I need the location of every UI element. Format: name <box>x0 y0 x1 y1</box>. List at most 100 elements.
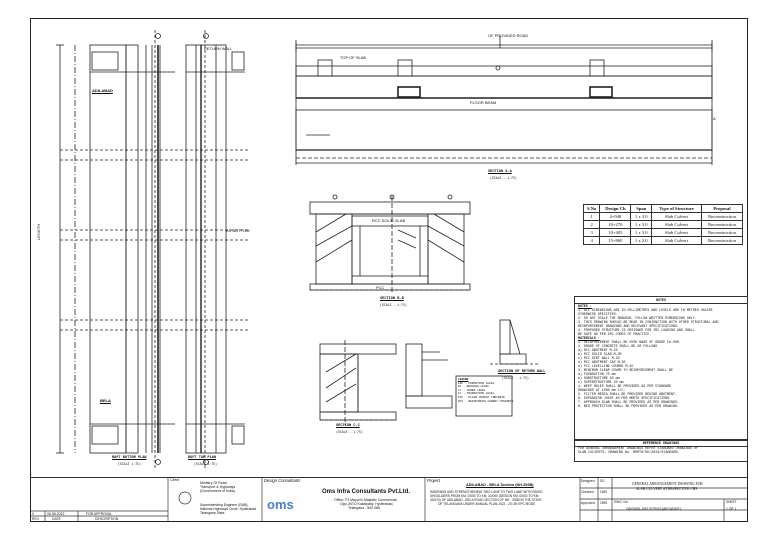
rev-header: REV. <box>32 517 40 521</box>
date-header: DATE <box>52 517 61 521</box>
cell: 15+860 <box>599 236 632 245</box>
dwg-no-label: DWG. No. <box>614 500 629 504</box>
project-description: OF TELANGANA UNDER ANNUAL PLAN 2022 - 23… <box>438 502 536 506</box>
consultant-address: Opp.JNTU Kukatpally, Hyderabad, <box>340 502 394 506</box>
col-sno: S.No <box>582 204 601 213</box>
col-proposal: Proposal <box>701 204 743 213</box>
note-line: 5. FILTER MEDIA SHALL BE PROVIDED BEHIND… <box>578 392 677 396</box>
note-line: 4. PROPOSED STRUCTURE IS DESIGNED FOR IR… <box>578 328 695 332</box>
note-line: e) PCC LEVELLING COURSE M-15 <box>578 364 634 368</box>
note-line: 3. MINIMUM CLEAR COVER TO REINFORCEMENT … <box>578 368 673 372</box>
note-line: BE SAFE AS PER IRC CODES OF PRACTICE. <box>578 332 652 336</box>
note-line: OTHERWISE SPECIFIED. <box>578 312 618 316</box>
plan-outline <box>89 44 127 454</box>
raft-bottom-scale: (SCALE 1:75) <box>118 462 141 466</box>
section-marker-label: A <box>713 116 716 121</box>
approved-label: Approved <box>581 501 595 505</box>
note-line: 4. WEEP HOLES SHALL BE PROVIDED AS PER S… <box>578 384 671 388</box>
top-of-slab-label: TOP OF SLAB <box>340 55 367 60</box>
raft-top-caption: RAFT TOP PLAN <box>188 456 217 460</box>
note-line: 6. EXPANSION JOINT AS PER MORTH SPECIFIC… <box>578 396 671 400</box>
notes-general-heading: NOTES : <box>578 304 592 308</box>
note-line: REINFORCEMENT DRAWINGS AND RELEVANT SPEC… <box>578 324 679 328</box>
note-line: a) FOUNDATION 75 mm <box>578 372 616 376</box>
raft-bottom-caption: RAFT BOTTOM PLAN <box>112 456 147 460</box>
sheet-value: 1 OF 1 <box>726 507 737 511</box>
designed-value: SG <box>600 479 605 483</box>
legend: LEGEND FRL - FORMATION LEVEL RL - REDUCE… <box>458 378 514 403</box>
note-line: DRAWINGS AT 1000 mm C/C. <box>578 388 626 392</box>
legend-item: RCC - REINFORCED CEMENT CONCRETE <box>458 399 514 403</box>
cell: Reconstruction <box>701 212 743 221</box>
note-line: c) SUPERSTRUCTURE 40 mm <box>578 380 624 384</box>
cell: 10+270 <box>599 220 632 229</box>
section-b-scale: (SCALE - 1:75) <box>380 303 407 307</box>
client-sub-line: National Highways Circle, Hyderabad <box>200 507 257 511</box>
note-line: 2. GRADE OF CONCRETE SHALL BE AS FOLLOWS <box>578 344 658 348</box>
table-header-row: S.No Design Ch Span Type of Structure Pr… <box>582 204 743 213</box>
bela-label: BELA <box>100 398 111 403</box>
notes-box: NOTES NOTES : 1. ALL DIMENSIONS ARE IN M… <box>574 296 748 440</box>
reference-title: REFERENCE DRAWINGS <box>575 441 747 447</box>
consultant-label: Design Consultants <box>264 478 301 483</box>
col-type: Type of Structure <box>651 204 702 213</box>
col-design-ch: Design Ch <box>599 204 632 213</box>
designed-label: Designed <box>581 479 595 483</box>
raft-top-scale: (SCALE 1:75) <box>194 462 217 466</box>
note-line: 3. THIS DRAWING SHOULD BE READ IN CONJUN… <box>578 320 719 324</box>
cell: Reconstruction <box>701 236 743 245</box>
table-row: 3 10+405 1 x 3.0 Slab Culvert Reconstruc… <box>582 228 743 237</box>
length-label: LENGTH <box>36 223 41 240</box>
cell: Slab Culvert <box>651 212 702 221</box>
return-wall-caption: SECTION OF RETURN WALL <box>498 370 546 374</box>
consultant-address: Office: F3 Mayuri's Majestic Commercial, <box>334 498 398 502</box>
project-description: SHOULDERS FROM KM. 0/000 TO KM. 33/000 (… <box>430 494 540 498</box>
note-line: b) RCC SOLID SLAB M-30 <box>578 352 622 356</box>
checked-label: Checked <box>581 490 594 494</box>
col-span: Span <box>630 204 653 213</box>
project-label: Project <box>427 478 441 483</box>
client-line: Transport & Highways <box>200 485 236 489</box>
note-line: 7. APPROACH SLAB SHALL BE PROVIDED AS PE… <box>578 400 679 404</box>
section-a-caption: SECTION A-A <box>488 170 512 174</box>
as-bottom-label: AS BOTTOM <box>226 228 250 233</box>
table-row: 2 10+270 1 x 3.0 Slab Culvert Reconstruc… <box>582 220 743 229</box>
legend-item: LL - LOWER LEVEL <box>458 388 486 392</box>
reference-line: SLAB CULVERTS, DRAWING No. MORTH/SD/2024… <box>578 451 680 455</box>
project-description: WIDENING AND STRENGTHENING TWO LANE TO T… <box>430 490 543 494</box>
floor-beam-label: FLOOR BEAM <box>470 100 497 105</box>
note-line: d) RCC ABUTMENT CAP M-30 <box>578 360 626 364</box>
section-c-scale: (SCALE - 1:75) <box>336 430 363 434</box>
section-c-caption: SECTION C-C <box>336 424 360 428</box>
cell: 3 <box>582 228 601 237</box>
drawing-title: GENERAL ARRANGEMENT DRAWING FOR <box>632 482 703 486</box>
cell: 1 x 3.0 <box>630 212 653 221</box>
cell: 4+940 <box>599 212 632 221</box>
cell: 2 <box>582 220 601 229</box>
oms-logo: oms <box>267 497 294 512</box>
notes-title: NOTES <box>575 297 747 304</box>
client-sub-line: Telangana State <box>200 511 225 515</box>
consultant-name: Oms Infra Consultants Pvt.Ltd. <box>322 489 411 495</box>
cell: Slab Culvert <box>651 236 702 245</box>
note-line: 2. DO NOT SCALE THE DRAWING. FOLLOW WRIT… <box>578 316 697 320</box>
legend-title: LEGEND <box>458 378 469 381</box>
consultant-address: Telangana - 500 085 <box>348 506 380 510</box>
section-b-caption: SECTION B-B <box>380 297 404 301</box>
cell: 1 x 2.0 <box>630 236 653 245</box>
notes-materials-heading: MATERIALS : <box>578 336 600 340</box>
cell: 4 <box>582 236 601 245</box>
cell: Reconstruction <box>701 220 743 229</box>
note-line: b) SUBSTRUCTURE 50 mm <box>578 376 620 380</box>
rev-description: FOR APPROVAL <box>86 512 112 516</box>
checked-value: OMS <box>600 490 608 494</box>
return-wall-scale: (SCALE - 1:75) <box>502 376 529 380</box>
solid-slab-label: RCC SOLID SLAB <box>372 218 406 223</box>
pcc-label: PCC <box>376 285 385 290</box>
description-header: DESCRIPTION <box>95 517 119 521</box>
note-line: a) RCC ABUTMENT M-25 <box>578 348 618 352</box>
drawing-title: SLAB CULVERT AT RESPECTIVE CHS <box>636 487 698 491</box>
note-line: c) RCC DIRT WALL M-30 <box>578 356 620 360</box>
table-row: 4 15+860 1 x 2.0 Slab Culvert Reconstruc… <box>582 236 743 245</box>
note-line: 1. ALL DIMENSIONS ARE IN MILLIMETRES AND… <box>578 308 713 312</box>
